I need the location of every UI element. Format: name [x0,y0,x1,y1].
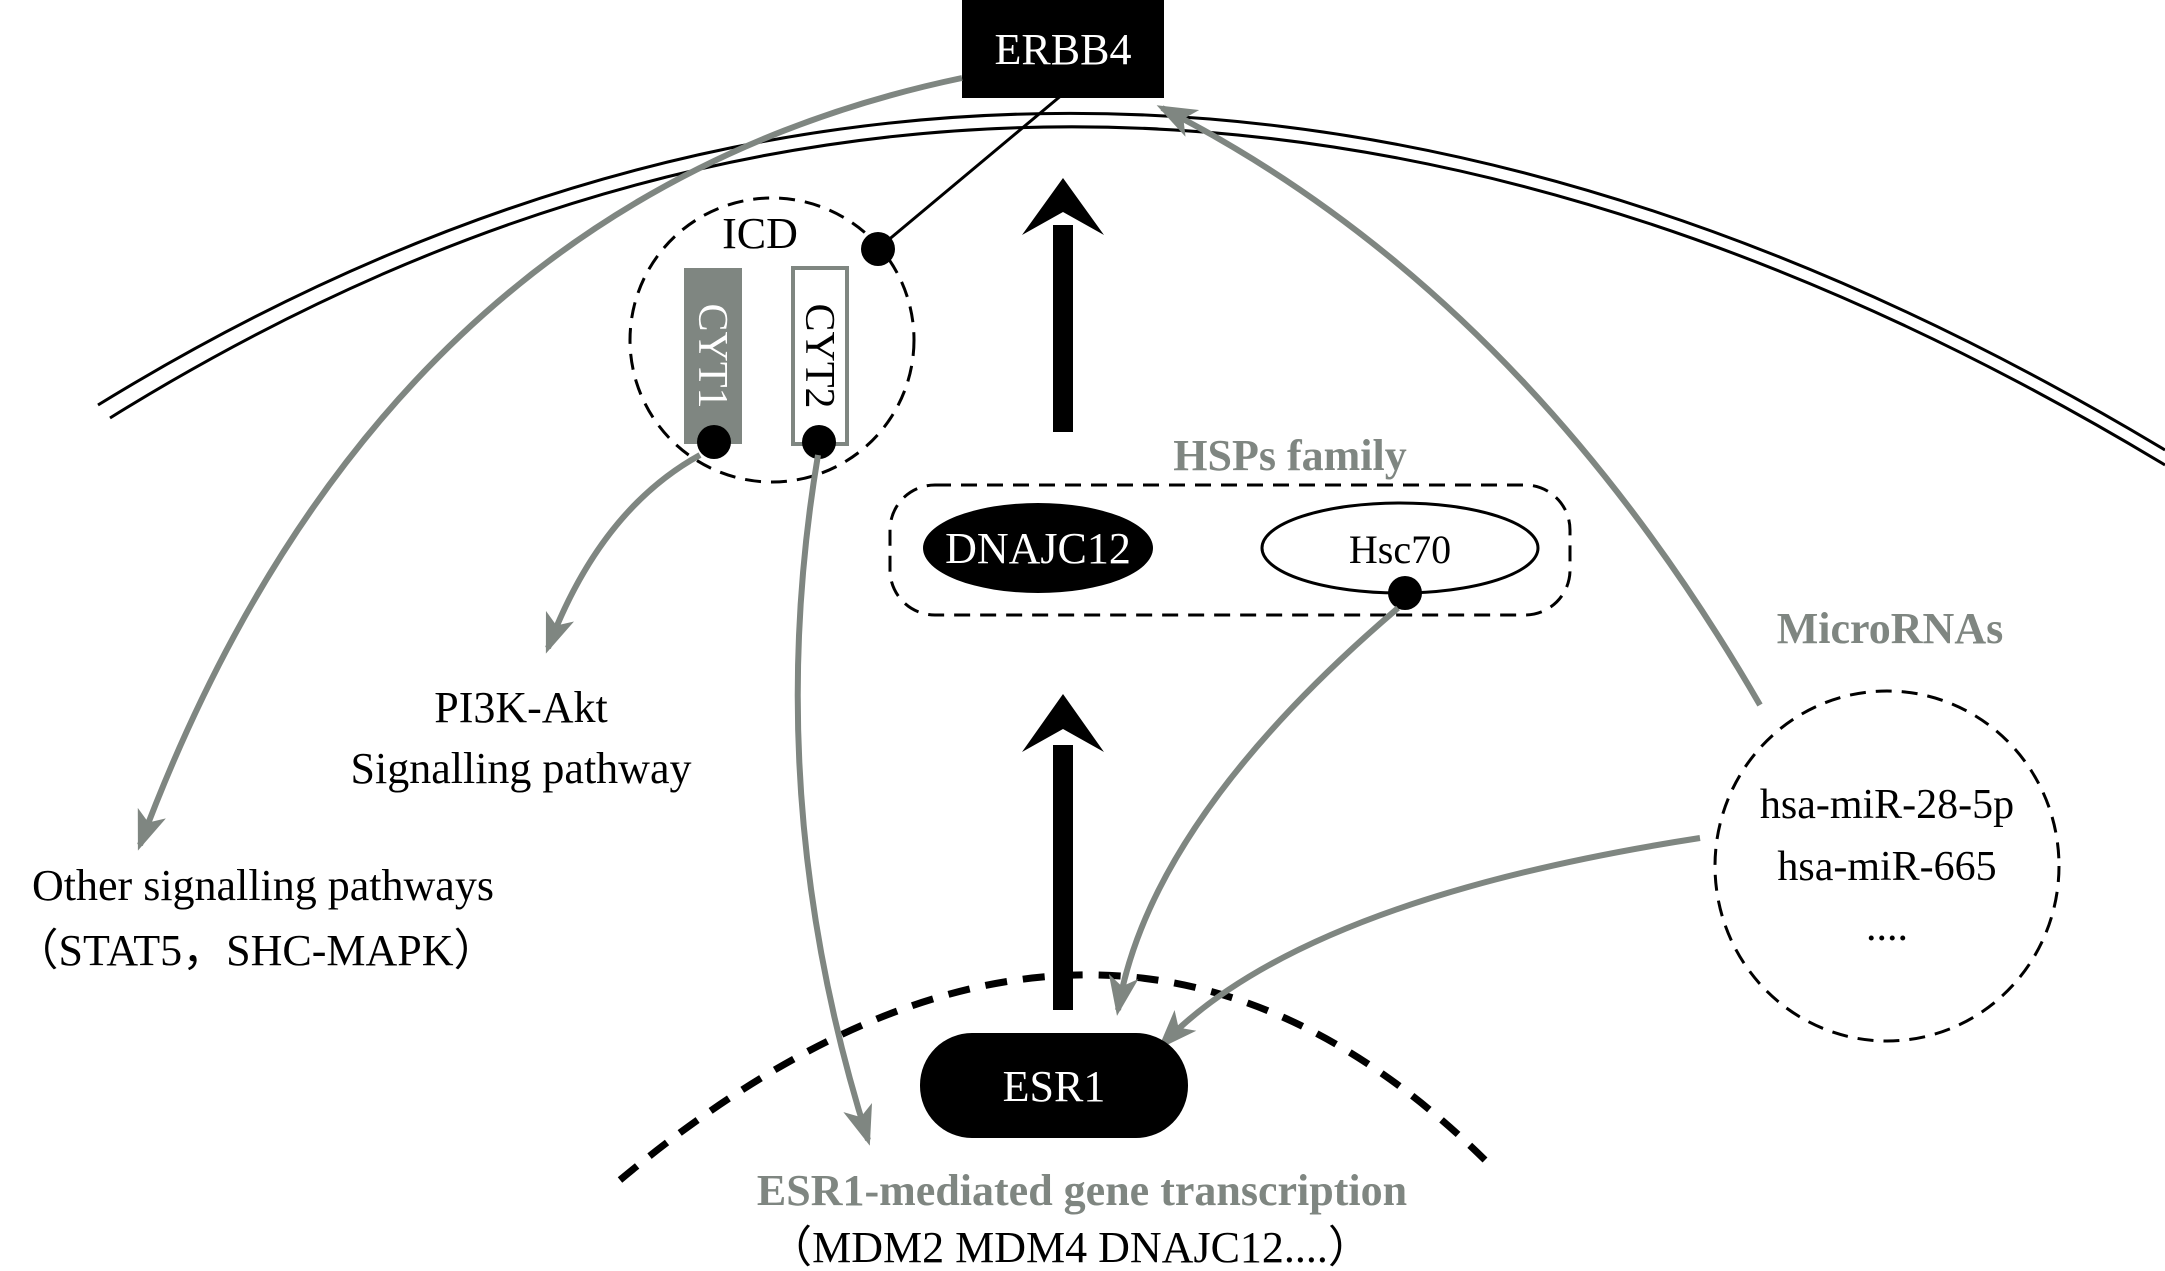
cyt2-to-transcription-arrow [794,454,873,1146]
hsc70-dot [1388,576,1422,610]
cyt1-label: CYT1 [689,304,735,409]
icd-label: ICD [722,209,798,258]
cyt1-dot [697,425,731,459]
mir-more-label: .... [1866,904,1908,950]
mir-28-5p-label: hsa-miR-28-5p [1760,782,2014,828]
other-pathways-label: Other signalling pathways [32,861,494,910]
micrornas-to-erbb4-arrow [1156,105,1763,707]
esr1-transcription-label: ESR1-mediated gene transcription [757,1166,1407,1215]
esr1-node: ESR1 [920,1033,1188,1138]
other-pathways-examples-label: （STAT5，SHC-MAPK） [15,926,498,975]
esr1-label: ESR1 [1003,1062,1106,1111]
cyt2-label: CYT2 [796,304,842,409]
icd-link-dot [861,232,895,266]
erbb4-receptor: ERBB4 [962,0,1164,98]
esr1-to-hsps-arrow [1022,694,1104,1010]
micrornas-label: MicroRNAs [1777,604,2003,653]
pi3k-pathway-label: Signalling pathway [351,744,692,793]
mir-665-label: hsa-miR-665 [1777,844,1996,890]
hsps-family-box [888,483,1572,617]
hsps-to-erbb4-arrow [1022,178,1104,432]
icd-circle [628,196,916,484]
nuclear-envelope [617,971,1488,1183]
hsc70-to-esr1-arrow [1108,605,1400,1016]
cyt2-dot [802,425,836,459]
esr1-target-genes-label: （MDM2 MDM4 DNAJC12....） [768,1223,1372,1271]
hsc70-node: Hsc70 [1260,501,1540,595]
cyt1-box: CYT1 [684,268,742,444]
dnajc12-node: DNAJC12 [923,503,1153,593]
erbb4-label: ERBB4 [995,25,1132,74]
pi3k-akt-label: PI3K-Akt [434,683,608,732]
erbb4-icd-link [879,92,1064,249]
micrornas-to-esr1-arrow [1157,835,1701,1050]
micrornas-circle [1713,689,2061,1043]
dnajc12-label: DNAJC12 [945,524,1131,573]
cyt1-to-pi3k-arrow [545,452,702,654]
erbb4-to-other-pathways-arrow [137,75,963,851]
hsps-family-label: HSPs family [1173,431,1406,480]
hsc70-label: Hsc70 [1349,527,1451,572]
cyt2-box: CYT2 [791,266,849,446]
cell-membrane [97,111,2165,467]
